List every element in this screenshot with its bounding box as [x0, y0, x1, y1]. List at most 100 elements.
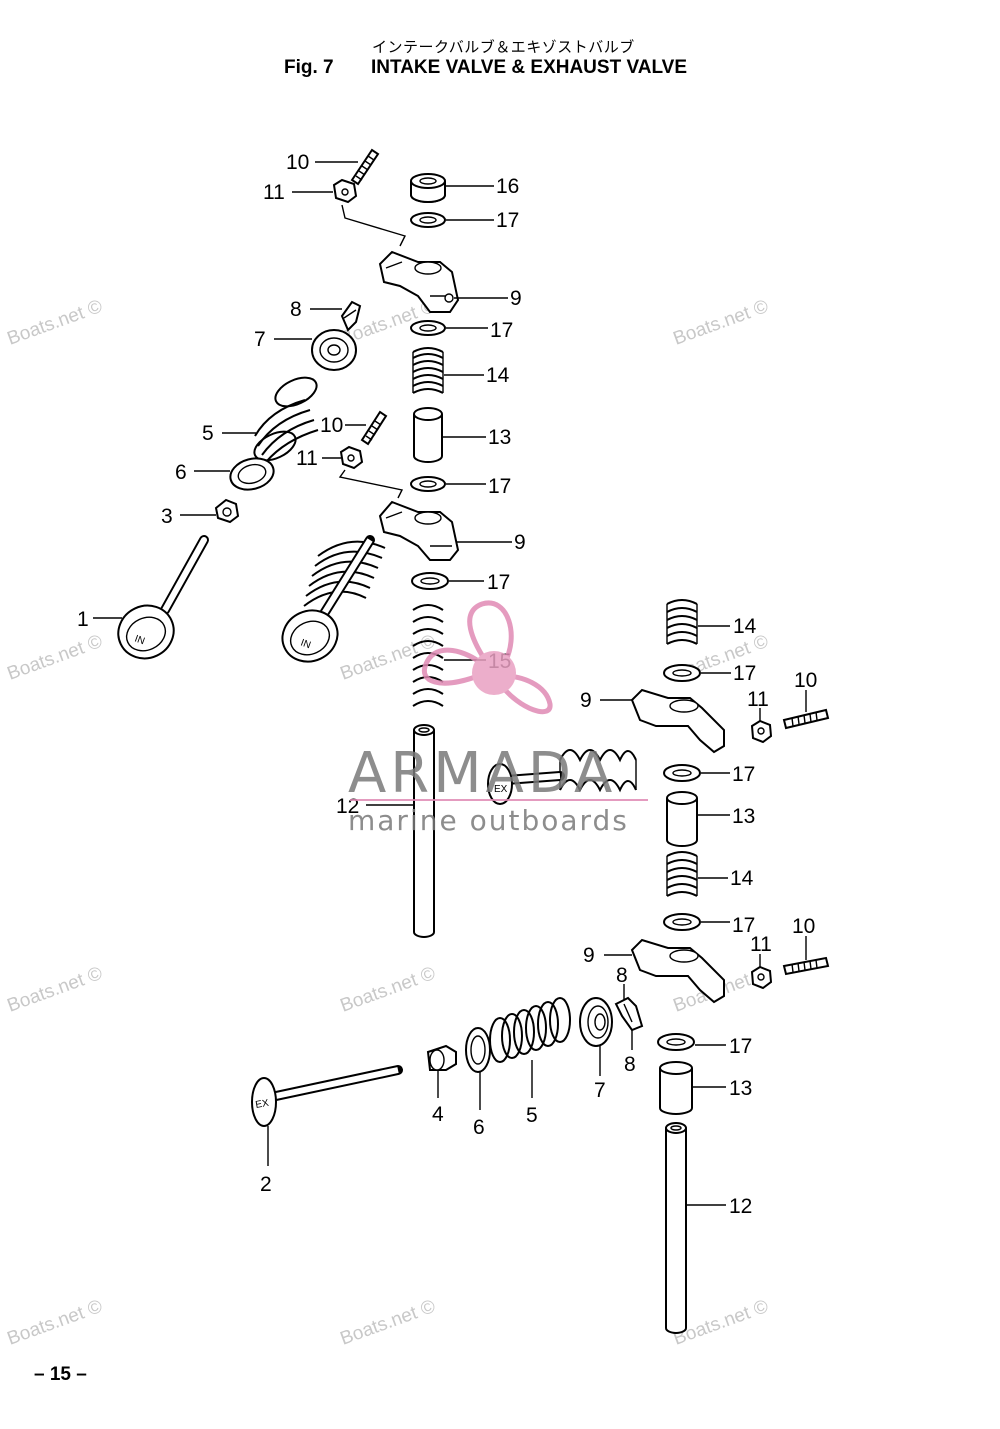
washer — [663, 913, 701, 931]
adjust-screw — [360, 410, 388, 446]
callout-17: 17 — [490, 319, 513, 342]
callout-5: 5 — [526, 1104, 538, 1127]
intake-valve-assembly: IN — [281, 535, 386, 663]
callout-8: 8 — [290, 298, 302, 321]
callout-11: 11 — [263, 181, 285, 204]
spring-seat — [465, 1027, 491, 1073]
callout-9: 9 — [514, 531, 526, 554]
callout-17: 17 — [729, 1035, 752, 1058]
callout-9: 9 — [510, 287, 522, 310]
lock-nut — [750, 965, 773, 990]
callout-17: 17 — [732, 914, 755, 937]
callout-7: 7 — [594, 1079, 606, 1102]
shaft-spring-long — [412, 604, 444, 707]
collar — [666, 791, 698, 847]
lock-nut — [339, 445, 364, 470]
cotter — [614, 996, 644, 1032]
callout-10: 10 — [320, 414, 343, 437]
cotter — [340, 300, 362, 332]
shaft-spring — [666, 599, 698, 645]
callout-10: 10 — [792, 915, 815, 938]
callout-4: 4 — [432, 1103, 444, 1126]
callout-8: 8 — [624, 1053, 636, 1076]
callout-3: 3 — [161, 505, 173, 528]
callout-17: 17 — [732, 763, 755, 786]
callout-6: 6 — [175, 461, 187, 484]
watermark-site: Boats.net © — [5, 296, 106, 350]
callout-11: 11 — [750, 933, 772, 956]
callout-11: 11 — [747, 688, 769, 711]
top-cap — [410, 173, 446, 203]
watermark-site: Boats.net © — [338, 963, 439, 1017]
adjust-screw — [350, 148, 380, 186]
adjust-screw — [782, 708, 830, 730]
callout-6: 6 — [473, 1116, 485, 1139]
exhaust-valve-assembly: EX — [487, 749, 637, 805]
collar — [659, 1061, 693, 1115]
rocker-arm — [630, 938, 725, 1004]
watermark-site: Boats.net © — [338, 1296, 439, 1350]
valve-mark-in: IN — [299, 637, 312, 651]
propeller-icon — [421, 600, 553, 715]
washer — [657, 1033, 695, 1051]
callout-11: 11 — [296, 447, 318, 470]
valve-collet — [426, 1044, 457, 1071]
watermark-site: Boats.net © — [5, 1296, 106, 1350]
callout-17: 17 — [733, 662, 756, 685]
brand-name: ARMADA — [348, 741, 616, 806]
callout-13: 13 — [732, 805, 755, 828]
callout-13: 13 — [488, 426, 511, 449]
callout-9: 9 — [583, 944, 595, 967]
callout-17: 17 — [496, 209, 519, 232]
spring-seat — [229, 457, 275, 491]
lock-nut — [750, 719, 773, 744]
valve-mark-ex: EX — [494, 784, 508, 795]
callout-16: 16 — [496, 175, 519, 198]
callout-14: 14 — [730, 867, 754, 890]
valve-retainer — [311, 329, 357, 371]
page-number: – 15 – — [34, 1364, 87, 1385]
callout-7: 7 — [254, 328, 266, 351]
callout-10: 10 — [286, 151, 309, 174]
valve-retainer — [579, 997, 613, 1047]
shaft-spring — [666, 851, 698, 897]
valve-collet — [214, 498, 240, 524]
watermark-site: Boats.net © — [671, 296, 772, 350]
washer — [411, 572, 449, 590]
rocker-arm — [630, 688, 725, 754]
callout-8: 8 — [616, 964, 628, 987]
washer — [410, 212, 446, 228]
shaft-spring — [412, 347, 444, 394]
armada-logo: ARMADA marine outboards — [348, 600, 648, 837]
title-english: INTAKE VALVE & EXHAUST VALVE — [371, 57, 687, 78]
exhaust-valve: EX — [251, 1065, 403, 1127]
washer — [663, 664, 701, 682]
rocker-shaft — [413, 724, 435, 938]
callout-17: 17 — [488, 475, 511, 498]
valve-mark-ex: EX — [255, 1098, 270, 1111]
washer — [663, 764, 701, 782]
watermark-site: Boats.net © — [5, 631, 106, 685]
intake-valve: IN — [117, 535, 209, 660]
watermark-site: Boats.net © — [5, 963, 106, 1017]
callout-1: 1 — [77, 608, 89, 631]
figure-label: Fig. 7 — [284, 57, 334, 78]
callout-17: 17 — [487, 571, 510, 594]
brand-tagline: marine outboards — [348, 804, 629, 837]
valve-spring — [489, 997, 571, 1063]
title-japanese: インテークバルブ＆エキゾストバルブ — [372, 38, 635, 56]
collar — [413, 407, 443, 463]
callout-5: 5 — [202, 422, 214, 445]
rocker-shaft — [665, 1122, 687, 1334]
callout-10: 10 — [794, 669, 817, 692]
washer — [410, 320, 446, 336]
callout-12: 12 — [729, 1195, 752, 1218]
adjust-screw — [782, 956, 830, 976]
callout-13: 13 — [729, 1077, 752, 1100]
callout-14: 14 — [733, 615, 757, 638]
callout-14: 14 — [486, 364, 510, 387]
callout-2: 2 — [260, 1173, 272, 1196]
callout-9: 9 — [580, 689, 592, 712]
